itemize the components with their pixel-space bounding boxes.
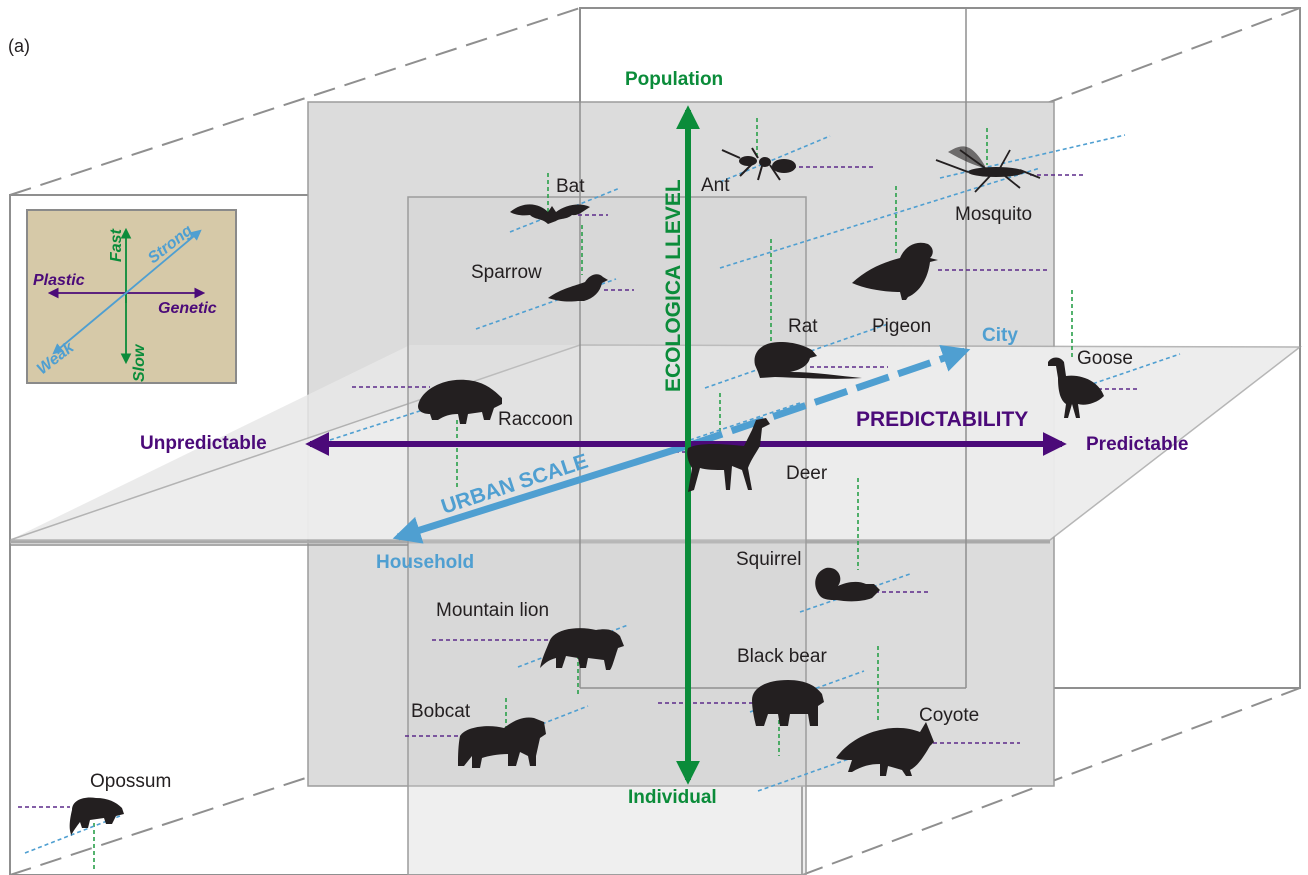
black-bear-icon bbox=[752, 680, 824, 726]
trait-legend: Fast Slow Plastic Genetic Strong Weak bbox=[26, 209, 237, 384]
label-opossum: Opossum bbox=[90, 771, 171, 792]
axis-near-label: Household bbox=[376, 552, 474, 573]
label-mountain-lion: Mountain lion bbox=[436, 600, 549, 621]
label-pigeon: Pigeon bbox=[872, 316, 931, 337]
label-rat: Rat bbox=[788, 316, 818, 337]
label-coyote: Coyote bbox=[919, 705, 979, 726]
animal-silhouettes bbox=[69, 146, 1104, 836]
inner-cube-front bbox=[407, 196, 807, 875]
sparrow-icon bbox=[548, 274, 608, 302]
bat-icon bbox=[510, 204, 590, 224]
rat-icon bbox=[754, 342, 862, 379]
label-mosquito: Mosquito bbox=[955, 204, 1032, 225]
label-bat: Bat bbox=[556, 176, 585, 197]
legend-slow: Slow bbox=[131, 343, 148, 382]
predictability-title: PREDICTABILITY bbox=[856, 408, 1028, 431]
axis-top-label: Population bbox=[625, 69, 723, 90]
legend-genetic: Genetic bbox=[158, 300, 217, 317]
axis-far-label: City bbox=[982, 325, 1018, 346]
coyote-icon bbox=[836, 722, 934, 776]
raccoon-icon bbox=[418, 379, 502, 424]
panel-label: (a) bbox=[8, 36, 30, 56]
label-squirrel: Squirrel bbox=[736, 549, 801, 570]
legend-fast: Fast bbox=[108, 228, 125, 262]
animal-labels: Bat Ant Mosquito Sparrow Pigeon Rat Goos… bbox=[90, 175, 1133, 792]
label-deer: Deer bbox=[786, 463, 828, 484]
legend-plastic: Plastic bbox=[33, 272, 85, 289]
goose-icon bbox=[1048, 357, 1104, 418]
urban-scale-axis bbox=[392, 344, 971, 544]
ant-icon bbox=[721, 147, 796, 181]
label-goose: Goose bbox=[1077, 348, 1133, 369]
label-raccoon: Raccoon bbox=[498, 409, 573, 430]
mosquito-icon bbox=[935, 146, 1041, 193]
label-ant: Ant bbox=[701, 175, 730, 196]
label-sparrow: Sparrow bbox=[471, 262, 542, 283]
axis-left-label: Unpredictable bbox=[140, 433, 267, 454]
squirrel-icon bbox=[815, 567, 880, 602]
axis-bottom-label: Individual bbox=[628, 787, 717, 808]
ecological-level-title: ECOLOGICA LLEVEL bbox=[662, 179, 685, 392]
label-bobcat: Bobcat bbox=[411, 701, 471, 722]
opossum-icon bbox=[69, 797, 124, 836]
bobcat-icon bbox=[458, 717, 546, 768]
deer-icon bbox=[687, 418, 770, 492]
pigeon-icon bbox=[852, 242, 938, 300]
mountain-lion-icon bbox=[540, 628, 624, 670]
axis-right-label: Predictable bbox=[1086, 434, 1188, 455]
label-black-bear: Black bear bbox=[737, 646, 827, 667]
